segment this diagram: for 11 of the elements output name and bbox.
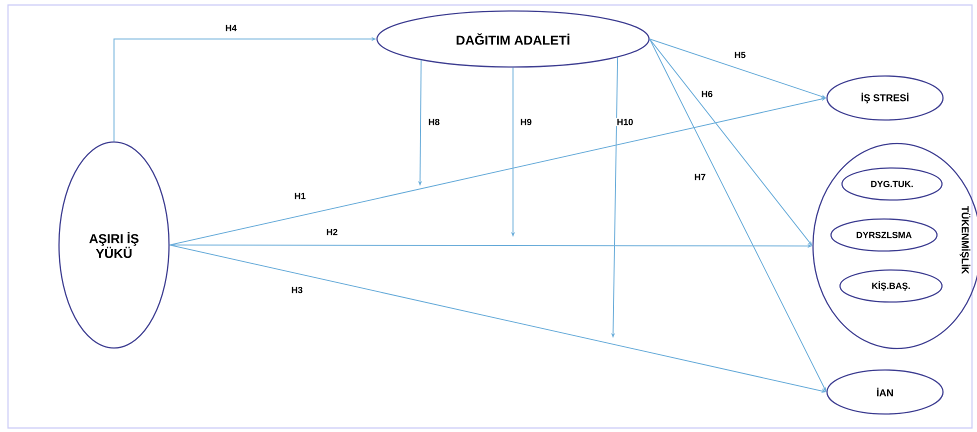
edge-label: H9	[519, 118, 533, 126]
edge-label: H5	[733, 50, 747, 60]
edge-label: H4	[224, 24, 238, 32]
edge-label: H10	[616, 118, 634, 126]
edge-label: H1	[293, 192, 307, 200]
edge-label: H3	[290, 286, 304, 294]
edge-label: H2	[325, 228, 339, 236]
arrow	[649, 38, 812, 246]
edge-label: H6	[700, 90, 714, 98]
edge-label: H8	[427, 118, 441, 126]
edge-label: H7	[693, 172, 707, 182]
